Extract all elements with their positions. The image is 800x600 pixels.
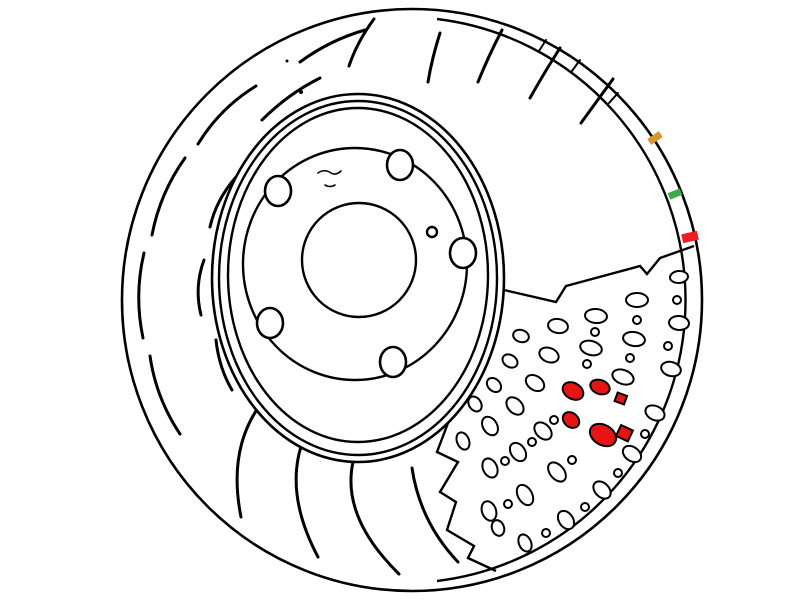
speck-mark (285, 59, 289, 63)
vane-pillar-small (640, 429, 650, 439)
vane-pillar-small (590, 327, 600, 337)
rotor-slot (214, 338, 234, 392)
vane-pillar (481, 415, 499, 437)
rim-chamfer-tick (538, 39, 547, 52)
locating-pin-hole (425, 225, 439, 239)
rotor-slot (410, 466, 460, 564)
vane-pillar (622, 330, 646, 348)
vane-pillar-small (582, 359, 592, 369)
vane-pillar-small (503, 499, 513, 509)
highlighted-vane (588, 422, 618, 448)
vane-pillar (547, 461, 567, 483)
cutaway-upper-break-edge (503, 244, 695, 304)
vane-pillar (524, 373, 546, 393)
rotor-slot (426, 31, 442, 84)
rotor-slot (137, 251, 146, 340)
vane-pillar-small (632, 315, 642, 325)
vane-pillar (660, 360, 682, 378)
wheel-stud-hole (385, 148, 415, 182)
rotor-slots (137, 17, 615, 576)
vane-pillar (625, 292, 649, 308)
speck-mark (299, 90, 303, 94)
vane-pillar (501, 353, 519, 369)
hat-ring-3 (226, 106, 490, 444)
surface-scratch-mark (317, 169, 342, 175)
vane-pillar (644, 404, 666, 422)
vane-pillar (547, 317, 569, 335)
rotor-slot (196, 84, 258, 146)
vane-pillar-small (500, 456, 510, 466)
rotor-slot (349, 460, 401, 576)
vane-pillar (480, 500, 498, 522)
hat-ring-2 (217, 99, 499, 457)
rim-chamfer-tick (571, 59, 581, 72)
highlighted-vane (589, 378, 611, 396)
highlighted-vane (561, 411, 581, 429)
vane-pillar-small (580, 502, 590, 512)
rotor-slot (196, 258, 206, 317)
vane-pillar (533, 421, 553, 441)
vane-pillar (584, 307, 608, 325)
hub-center-bore (300, 201, 418, 319)
vane-pillar (455, 431, 471, 451)
vane-pillar (611, 368, 635, 386)
vane-pillar-small (541, 528, 551, 538)
rim-marker-red (681, 230, 699, 244)
vane-pillar (538, 346, 560, 364)
rotor-slot (235, 399, 265, 519)
vane-pillar (621, 444, 643, 464)
highlighted-vane (614, 423, 635, 443)
vane-pillar (668, 314, 690, 332)
rotor-rim-inner-edge (436, 17, 687, 583)
surface-scratch-mark (324, 184, 336, 188)
rotor-slot (476, 28, 504, 84)
vane-pillar-small (567, 455, 577, 465)
rotor-hat-section (210, 59, 506, 464)
rim-chamfer-tick (608, 92, 619, 104)
rotor-slot (298, 28, 367, 64)
wheel-stud-hole (255, 306, 285, 340)
vane-pillar (592, 480, 612, 500)
vane-pillar (505, 396, 525, 416)
vane-pillar-small (672, 295, 682, 305)
vane-pillar (669, 269, 689, 285)
rotor-slot (579, 77, 615, 125)
vane-pillar (467, 395, 483, 413)
vane-pillar (515, 483, 535, 507)
vane-pillar (512, 328, 530, 344)
rim-marker-green (667, 188, 683, 200)
vane-pillar-small (625, 353, 635, 363)
highlighted-vane (613, 391, 629, 406)
wheel-stud-hole (448, 236, 478, 270)
cutaway-vane-field (455, 269, 690, 553)
vane-pillar (490, 519, 506, 537)
vane-pillar-small (663, 341, 673, 351)
vane-pillar (481, 457, 499, 479)
vane-pillar (556, 509, 576, 531)
wheel-stud-hole (378, 345, 408, 379)
vane-pillar-small (527, 437, 537, 447)
vane-pillar (508, 441, 528, 463)
rotor-slot (347, 17, 376, 68)
rotor-slot (148, 354, 182, 436)
cutaway-lower-break-edge (435, 422, 497, 573)
highlighted-vanes (561, 378, 635, 448)
vane-pillar (517, 533, 533, 553)
highlighted-vane (561, 381, 585, 401)
rotor-slot (260, 76, 322, 122)
rotor-slot (528, 46, 562, 100)
rotor-slot (150, 156, 187, 237)
vane-pillar (485, 376, 503, 394)
vane-pillar-small (549, 415, 559, 425)
vane-pillar-small (613, 468, 623, 478)
rotor-slot (294, 436, 320, 559)
vane-pillar (579, 339, 603, 357)
wheel-stud-hole (263, 174, 293, 208)
rim-marker-orange (647, 131, 663, 145)
